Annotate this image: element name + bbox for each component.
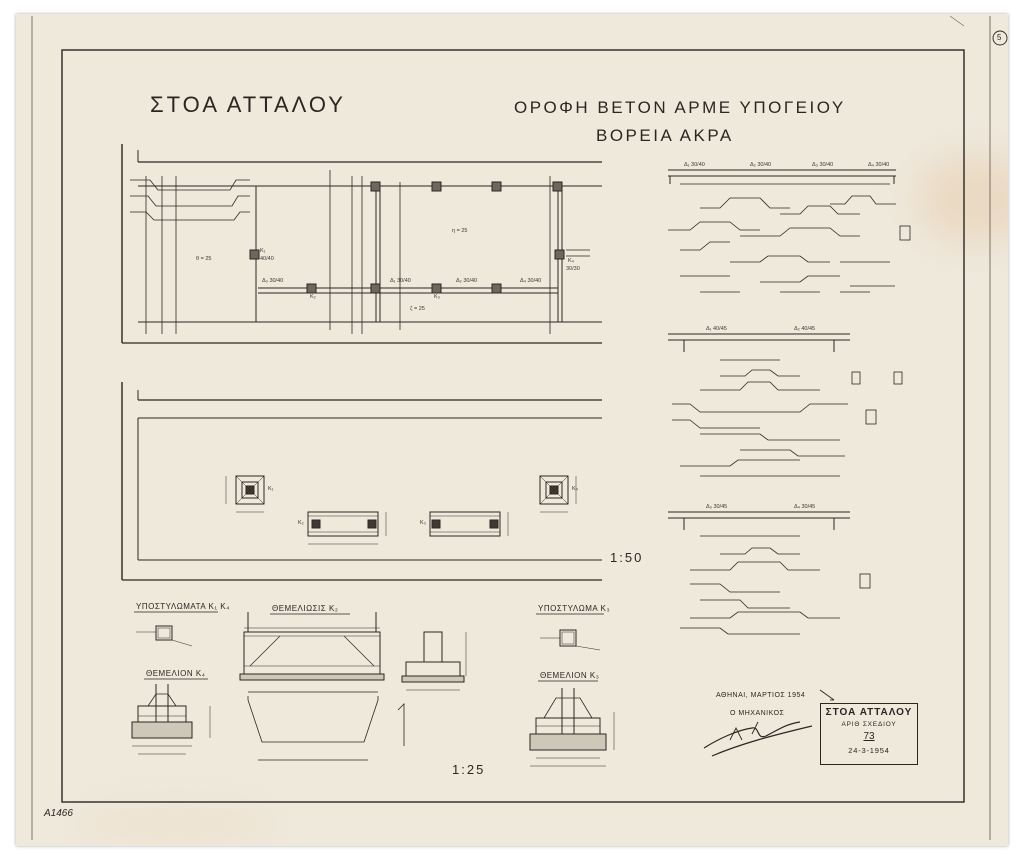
footing-label-k1: Κ₁ bbox=[268, 486, 274, 492]
scale-details: 1:25 bbox=[452, 762, 486, 777]
beam-label: Δ₄ 30/40 bbox=[868, 162, 890, 168]
detail-heading-foundation-k4: ΘΕΜΕΛΙΟΝ Κ₄ bbox=[146, 669, 206, 678]
detail-heading-foundations-k2: ΘΕΜΕΛΙΩΣΙΣ Κ₂ bbox=[272, 604, 339, 613]
title-block-name: ΣΤΟΑ ΑΤΤΑΛΟΥ bbox=[825, 707, 913, 718]
plan-label-zeta: ζ = 25 bbox=[410, 306, 425, 312]
beam-label: Δ₃ 30/40 bbox=[262, 278, 284, 284]
beam-label: Δ₃ 30/45 bbox=[706, 504, 728, 510]
drawing-heading-line1: ΟΡΟΦΗ ΒΕΤΟΝ ΑΡΜΕ ΥΠΟΓΕΙΟΥ bbox=[514, 98, 846, 117]
place-date: ΑΘΗΝΑΙ, ΜΑΡΤΙΟΣ 1954 bbox=[716, 692, 806, 699]
title-block-date: 24-3-1954 bbox=[848, 746, 890, 755]
title-block: ΣΤΟΑ ΑΤΤΑΛΟΥ ΑΡΙΘ ΣΧΕΔΙΟΥ 73 24-3-1954 bbox=[820, 703, 918, 765]
footing-label-k4: Κ₄ bbox=[572, 486, 578, 492]
plan-label-eta: η = 25 bbox=[452, 228, 468, 234]
paper-stain bbox=[76, 804, 276, 844]
beam-label: Δ₂ 30/40 bbox=[456, 278, 478, 284]
plan-label-k4: Κ₄ bbox=[568, 258, 574, 264]
footing-label-k2: Κ₂ bbox=[298, 520, 304, 526]
beam-label: Δ₃ 30/40 bbox=[812, 162, 834, 168]
drawing-heading-line2: ΒΟΡΕΙΑ ΑΚΡΑ bbox=[596, 126, 734, 145]
plan-label-k2: Κ₂ bbox=[310, 294, 316, 300]
plan-label-k4-size: 30/30 bbox=[566, 266, 580, 272]
detail-heading-column-k3: ΥΠΟΣΤΥΛΩΜΑ Κ₃ bbox=[538, 604, 611, 613]
beam-label: Δ₁ 40/45 bbox=[706, 326, 727, 332]
title-block-label: ΑΡΙΘ ΣΧΕΔΙΟΥ bbox=[841, 721, 897, 728]
beam-label: Δ₁ 30/40 bbox=[390, 278, 411, 284]
engineer-role: Ο ΜΗΧΑΝΙΚΟΣ bbox=[730, 710, 785, 717]
archive-number: A1466 bbox=[44, 808, 73, 819]
beam-label: Δ₄ 30/40 bbox=[520, 278, 542, 284]
sheet-number: 5 bbox=[997, 33, 1002, 42]
plan-label-k1-size: 40/40 bbox=[260, 256, 274, 262]
beam-label: Δ₁ 30/40 bbox=[684, 162, 705, 168]
beam-label: Δ₄ 30/45 bbox=[794, 504, 816, 510]
paper-stain bbox=[916, 154, 1008, 244]
detail-heading-foundation-k3: ΘΕΜΕΛΙΟΝ Κ₃ bbox=[540, 671, 600, 680]
title-block-number: 73 bbox=[863, 731, 875, 742]
drawing-sheet bbox=[16, 14, 1008, 846]
beam-label: Δ₂ 30/40 bbox=[750, 162, 772, 168]
footing-label-k3: Κ₃ bbox=[420, 520, 426, 526]
beam-label: Δ₂ 40/45 bbox=[794, 326, 816, 332]
drawing-title: ΣΤΟΑ ΑΤΤΑΛΟΥ bbox=[150, 92, 346, 117]
detail-heading-columns-k1-k4: ΥΠΟΣΤΥΛΩΜΑΤΑ Κ₁ Κ₄ bbox=[136, 602, 230, 611]
plan-label-theta: θ = 25 bbox=[196, 256, 212, 262]
plan-label-k3: Κ₃ bbox=[434, 294, 440, 300]
plan-label-k1: Κ₁ bbox=[260, 248, 266, 254]
scale-plan: 1:50 bbox=[610, 550, 644, 565]
